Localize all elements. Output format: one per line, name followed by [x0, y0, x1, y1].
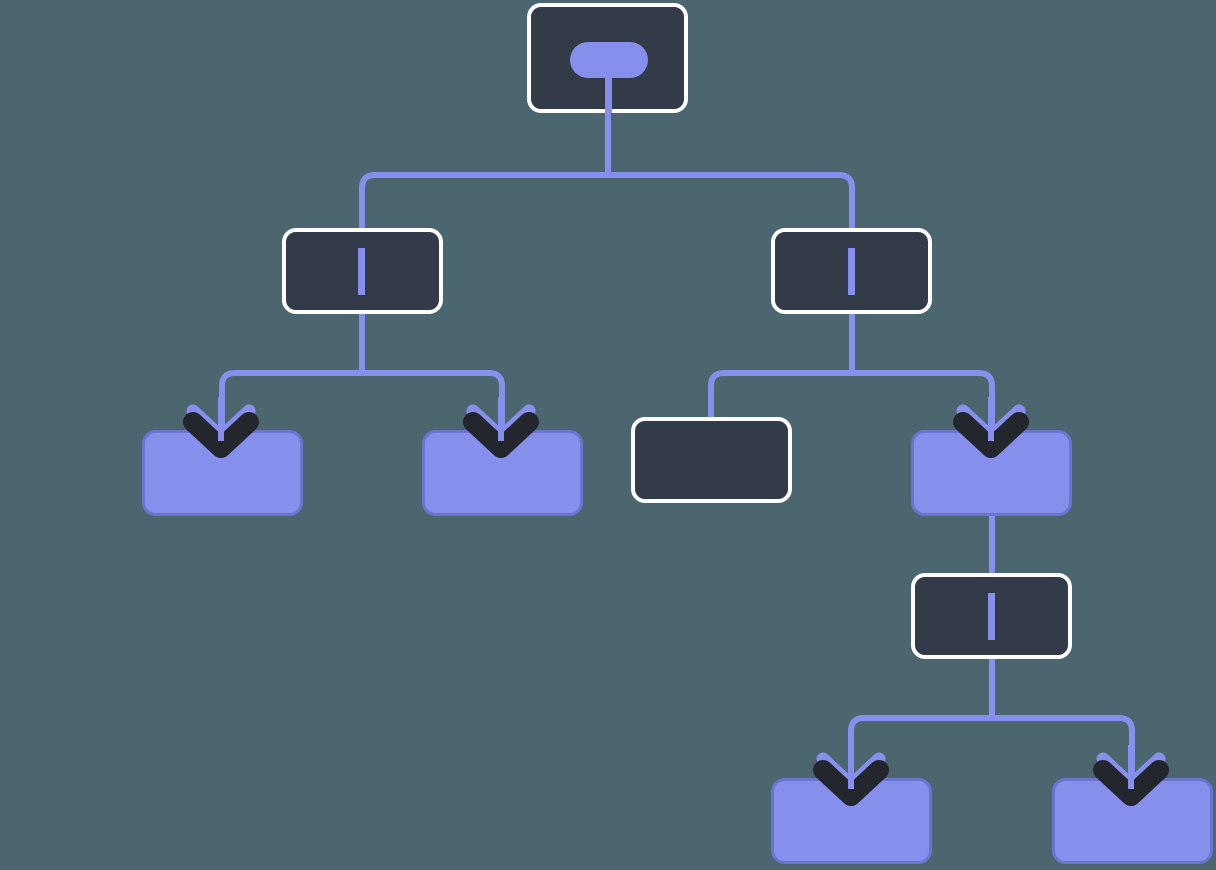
- arrowhead-l4-to-l5b: [1093, 745, 1169, 806]
- arrowhead-dark-chevron: [813, 760, 889, 806]
- arrowhead-dark-chevron: [1093, 760, 1169, 806]
- edge-l2right-to-l3d: [849, 311, 995, 447]
- node-body: [631, 417, 792, 503]
- edge-l2left-to-l3a: [219, 311, 365, 447]
- node-glyph-caret: [988, 593, 995, 640]
- arrowhead-dark-chevron: [953, 412, 1029, 458]
- arrowhead-l2left-to-l3a: [183, 397, 259, 458]
- node-l3-c[interactable]: [631, 417, 792, 503]
- node-glyph-stem: [605, 60, 612, 113]
- edge-l2left-to-l3b: [359, 311, 505, 447]
- node-glyph-pill: [570, 42, 648, 78]
- node-l2-right[interactable]: [771, 228, 932, 314]
- edge-layer: [219, 110, 1135, 795]
- arrowhead-dark-chevron: [463, 412, 539, 458]
- edge-l2right-to-l3c: [708, 311, 855, 431]
- arrowhead-layer: [183, 397, 1169, 806]
- node-layer: [142, 3, 1213, 864]
- edge-root-to-l2right: [605, 110, 855, 321]
- node-glyph-caret: [358, 248, 365, 295]
- node-l4[interactable]: [911, 573, 1072, 659]
- arrowhead-l4-to-l5a: [813, 745, 889, 806]
- node-root[interactable]: [527, 3, 688, 113]
- arrowhead-l2right-to-l3d: [953, 397, 1029, 458]
- arrowhead-dark-chevron: [183, 412, 259, 458]
- arrowhead-l2left-to-l3b: [463, 397, 539, 458]
- node-glyph-caret: [848, 248, 855, 295]
- node-l2-left[interactable]: [282, 228, 443, 314]
- edge-l4-to-l5a: [848, 656, 995, 795]
- edge-l4-to-l5b: [989, 656, 1135, 795]
